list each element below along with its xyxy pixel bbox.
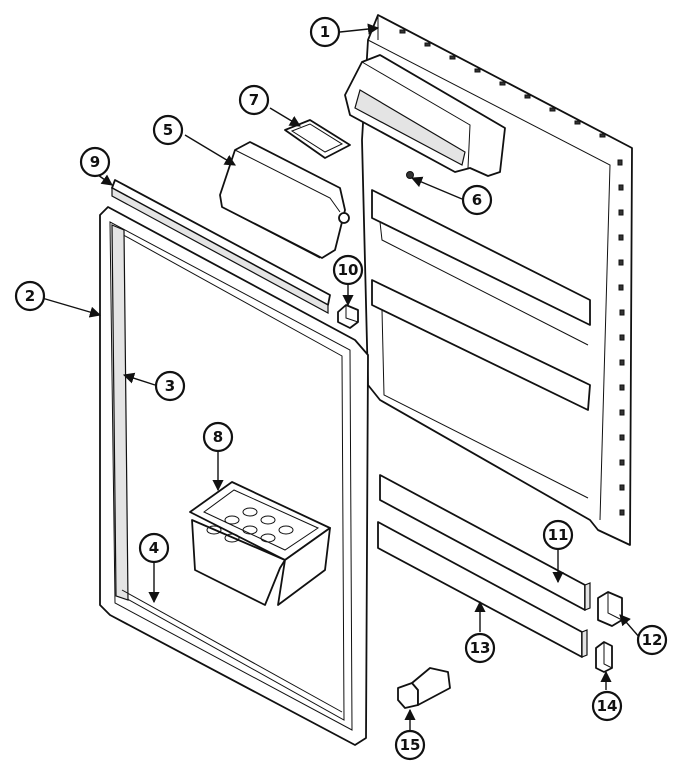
door-gasket <box>99 206 369 746</box>
callout-label-15: 15 <box>400 736 421 754</box>
callout-2: 2 <box>14 280 46 312</box>
callout-label-9: 9 <box>90 153 100 171</box>
callout-label-14: 14 <box>597 697 618 715</box>
callout-3: 3 <box>154 370 186 402</box>
callout-10: 10 <box>332 254 364 286</box>
callout-label-5: 5 <box>163 121 173 139</box>
callout-7: 7 <box>238 84 270 116</box>
callout-9: 9 <box>79 146 111 178</box>
callout-label-3: 3 <box>165 377 175 395</box>
callout-label-13: 13 <box>470 639 491 657</box>
callout-label-4: 4 <box>149 539 159 557</box>
cover-part <box>284 119 351 159</box>
bracket-15 <box>397 667 451 709</box>
callout-11: 11 <box>542 519 574 551</box>
end-cap-14 <box>595 641 613 673</box>
callout-label-7: 7 <box>249 91 259 109</box>
callout-6: 6 <box>461 184 493 216</box>
trim-strip-top <box>111 179 331 315</box>
callout-12: 12 <box>636 624 668 656</box>
door-liner <box>344 14 633 546</box>
dairy-door <box>219 141 350 259</box>
bin <box>189 481 331 606</box>
callout-label-11: 11 <box>548 526 569 544</box>
leader-lines <box>41 23 641 730</box>
end-cap-10 <box>337 304 359 329</box>
bar-11 <box>379 474 591 611</box>
callout-label-6: 6 <box>472 191 482 209</box>
callout-1: 1 <box>309 16 341 48</box>
bar-13 <box>377 521 588 658</box>
callout-label-8: 8 <box>213 428 223 446</box>
callout-4: 4 <box>138 532 170 564</box>
callout-13: 13 <box>464 632 496 664</box>
callout-label-10: 10 <box>338 261 359 279</box>
callout-label-2: 2 <box>25 287 35 305</box>
callout-label-1: 1 <box>320 23 330 41</box>
callout-14: 14 <box>591 690 623 722</box>
callout-5: 5 <box>152 114 184 146</box>
callout-label-12: 12 <box>642 631 663 649</box>
callout-15: 15 <box>394 729 426 761</box>
end-cap-12 <box>597 591 623 627</box>
callout-8: 8 <box>202 421 234 453</box>
